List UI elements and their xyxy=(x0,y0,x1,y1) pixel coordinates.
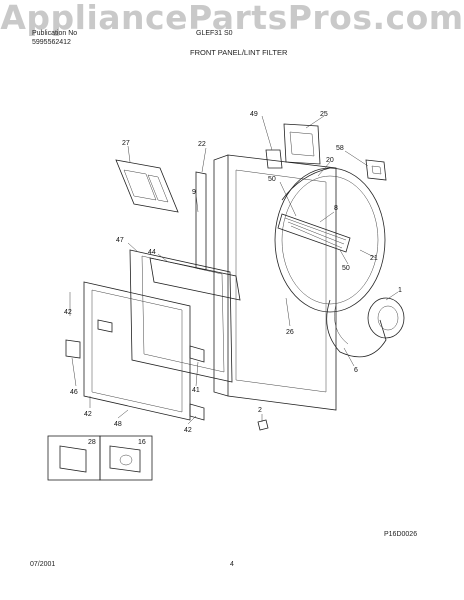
detail-insets xyxy=(47,435,153,481)
callout-2: 2 xyxy=(258,407,262,414)
callout-44: 44 xyxy=(148,249,156,256)
callout-42-right: 42 xyxy=(184,427,192,434)
page-number: 4 xyxy=(230,561,234,568)
callout-27: 27 xyxy=(122,140,130,147)
door-outer-panel xyxy=(83,281,191,421)
part-number: 5995562412 xyxy=(32,39,71,46)
callout-41: 41 xyxy=(192,387,200,394)
model-number: GLEF31 S0 xyxy=(196,30,233,37)
callout-42-left: 42 xyxy=(64,309,72,316)
exhaust-ring xyxy=(367,297,405,339)
callout-16: 16 xyxy=(138,439,146,446)
callout-22: 22 xyxy=(198,141,206,148)
callout-47: 47 xyxy=(116,237,124,244)
callout-49: 49 xyxy=(250,111,258,118)
revision-date: 07/2001 xyxy=(30,561,56,568)
cabinet-frame xyxy=(213,154,337,411)
door-inner-panel xyxy=(129,249,241,383)
watermark: AppliancePartsPros.com xyxy=(0,0,464,37)
figure-code: P16D0026 xyxy=(384,531,418,538)
callout-28: 28 xyxy=(88,439,96,446)
door-hinges xyxy=(65,339,205,421)
callout-50-lower: 50 xyxy=(342,265,350,272)
callout-58: 58 xyxy=(336,145,344,152)
callout-21: 21 xyxy=(370,255,378,262)
exhaust-duct xyxy=(326,299,387,358)
callout-46: 46 xyxy=(70,389,78,396)
wire-connector xyxy=(365,159,387,181)
callout-48: 48 xyxy=(114,421,122,428)
publication-label: Publication No xyxy=(32,30,78,37)
door-switch xyxy=(265,123,321,169)
leveling-leg xyxy=(257,419,269,431)
section-title: FRONT PANEL/LINT FILTER xyxy=(190,48,288,57)
callout-20: 20 xyxy=(326,157,334,164)
lint-filter-housing xyxy=(277,213,351,253)
callout-50-upper: 50 xyxy=(268,176,276,183)
lint-filter xyxy=(115,159,179,213)
callout-6: 6 xyxy=(354,367,358,374)
callout-26: 26 xyxy=(286,329,294,336)
callout-leaders xyxy=(69,115,399,425)
callout-9: 9 xyxy=(192,189,196,196)
callout-8: 8 xyxy=(334,205,338,212)
callout-25: 25 xyxy=(320,111,328,118)
callout-1: 1 xyxy=(398,287,402,294)
drum xyxy=(274,167,386,313)
callout-42-bottom: 42 xyxy=(84,411,92,418)
